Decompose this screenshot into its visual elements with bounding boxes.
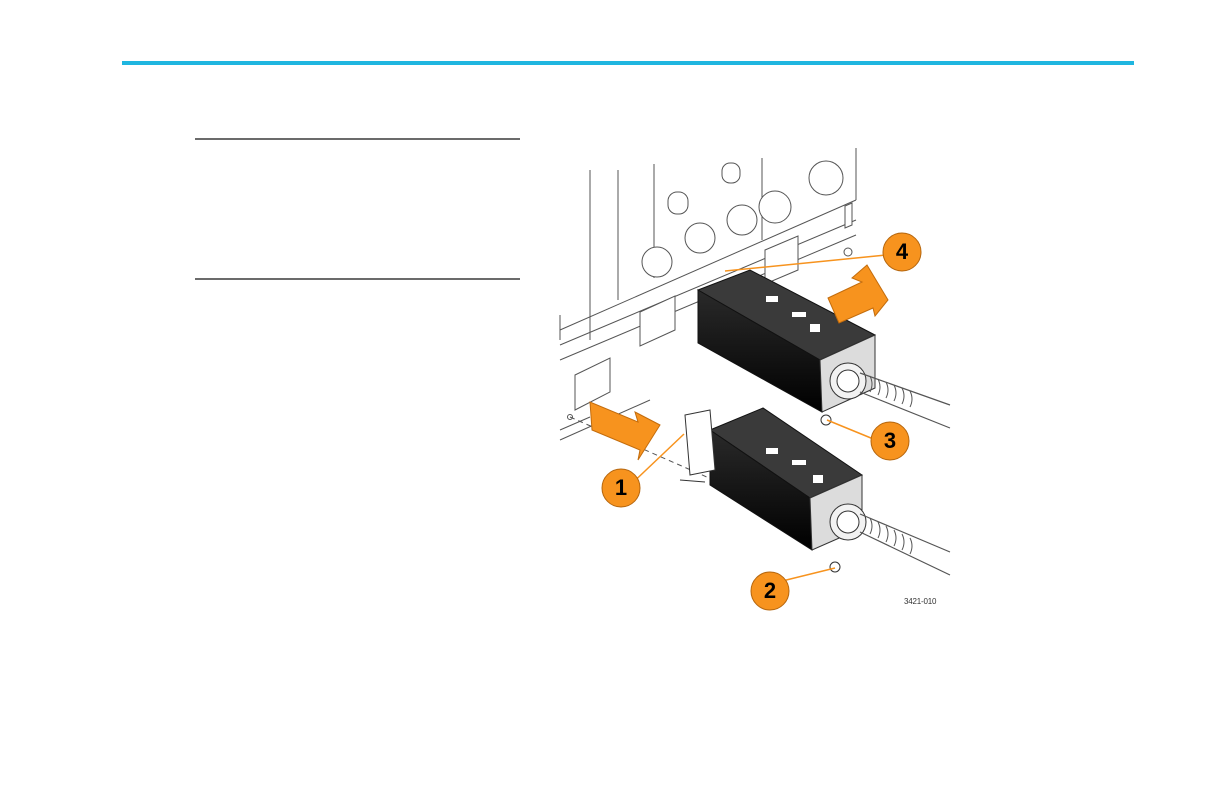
callout-1: 1 [606,475,636,501]
header-rule [122,61,1134,65]
lower-probe [680,408,950,575]
figure-id: 3421-010 [904,597,936,606]
remove-arrow-icon [828,265,888,323]
callout-2: 2 [755,578,785,604]
illustration-svg [530,130,960,630]
side-table-bottom-rule [195,278,520,280]
upper-probe [698,270,950,428]
callout-4: 4 [887,239,917,265]
callout-3: 3 [875,428,905,454]
probe-installation-illustration: 4 3 1 2 3421-010 [530,130,960,630]
side-table-top-rule [195,138,520,140]
